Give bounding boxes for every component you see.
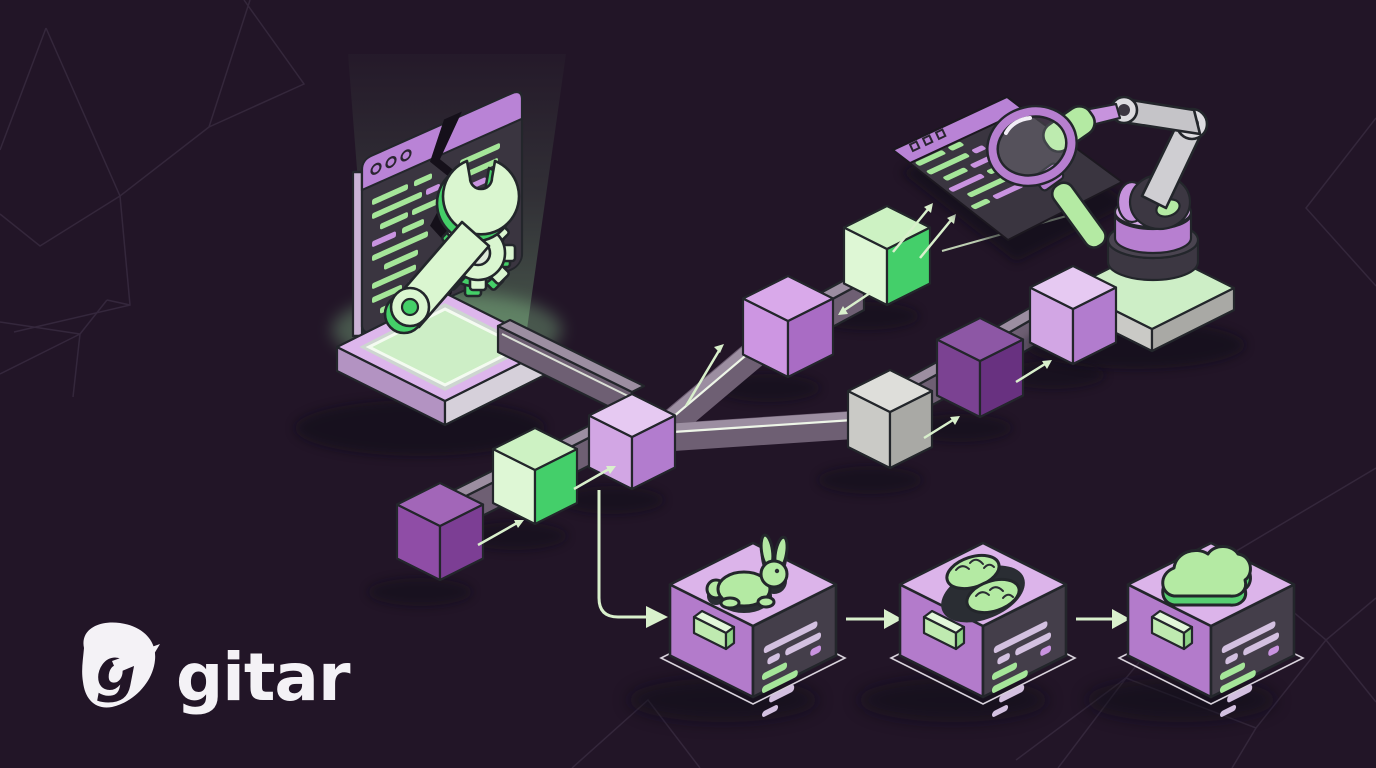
branch-connector-arrow	[597, 490, 668, 628]
cube-code-lines	[1220, 621, 1280, 717]
flow-arrows-upper	[684, 203, 1089, 407]
rabbit-icon	[705, 533, 789, 613]
cube-port	[922, 609, 966, 651]
cube-purple-start	[395, 481, 485, 582]
cube-green-main	[491, 426, 579, 526]
logo-pick-slash	[112, 644, 160, 673]
cube-pink	[1028, 264, 1118, 366]
bottom-cube-cloud	[1086, 541, 1305, 722]
robot-arm-icon	[1082, 95, 1209, 282]
bottom-cube-brain	[858, 541, 1077, 722]
cube-violet-upper	[741, 274, 835, 379]
panel-dots-icon	[908, 128, 947, 153]
bottom-row	[628, 533, 1305, 722]
cube-port	[692, 609, 736, 651]
wrench-icon	[383, 159, 521, 335]
window-dots-icon	[370, 149, 412, 175]
logo-wordmark: gitar	[176, 639, 351, 716]
pipe-platform-junction	[496, 318, 646, 420]
cube-port	[1150, 609, 1194, 651]
cube-junction	[587, 392, 677, 491]
flow-arrows-main	[477, 360, 1052, 547]
cube-code-lines	[762, 621, 822, 717]
logo: g gitar	[82, 622, 352, 716]
pipe-junction-right	[644, 410, 882, 452]
panel-code-lines	[915, 141, 1023, 210]
brain-icon	[941, 553, 1025, 623]
cube-gray	[846, 368, 934, 470]
bottom-cube-rabbit	[628, 533, 847, 722]
magnifying-glass-icon	[986, 104, 1107, 249]
window-side-edge	[351, 170, 364, 338]
cube-code-lines	[992, 621, 1052, 717]
cube-dark-purple	[935, 316, 1025, 419]
cloud-icon	[1161, 545, 1252, 607]
